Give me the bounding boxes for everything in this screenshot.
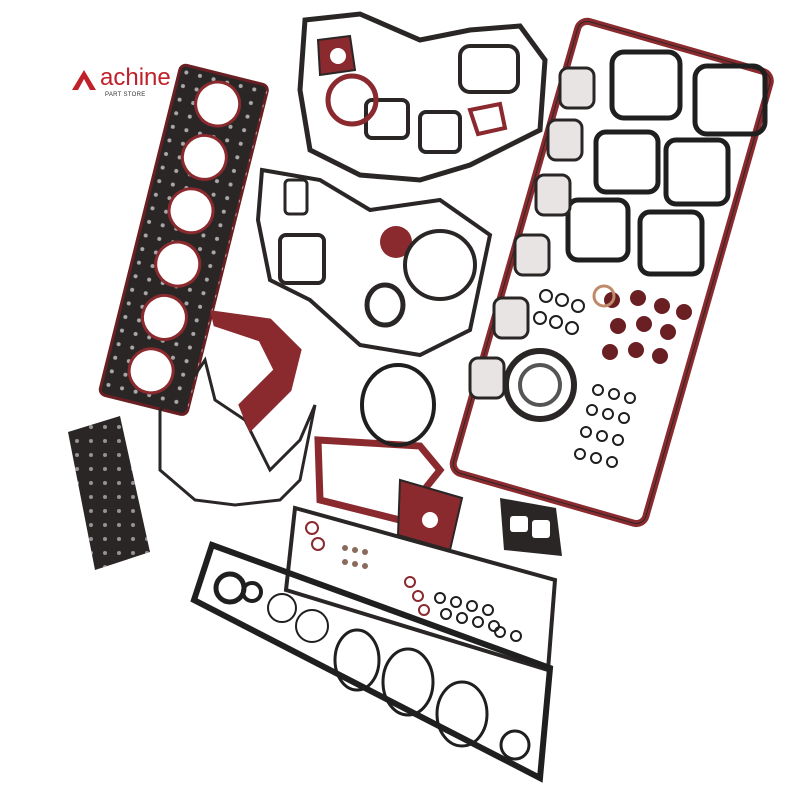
front-cover-gasket	[255, 167, 493, 358]
oil-filter-gasket	[314, 363, 464, 552]
manifold-gaskets	[468, 66, 596, 400]
brand-wordmark: achine	[100, 64, 171, 91]
cylinder-head-gasket	[98, 63, 269, 416]
copper-washer	[592, 284, 616, 308]
valley-cover-gasket	[190, 541, 554, 783]
brand-mountain-icon	[72, 70, 96, 90]
oil-cooler-gasket	[68, 416, 150, 570]
brand-logo: achine PART STORE	[70, 62, 190, 102]
rocker-cover-gaskets	[565, 49, 768, 277]
valve-stem-seals	[602, 290, 692, 364]
o-ring-set	[533, 289, 636, 468]
timing-cover-gasket	[297, 11, 548, 183]
crankshaft-seal	[503, 348, 577, 422]
gear-housing-gasket	[158, 310, 317, 507]
brand-tagline: PART STORE	[105, 92, 146, 98]
turbo-gasket	[500, 498, 562, 556]
